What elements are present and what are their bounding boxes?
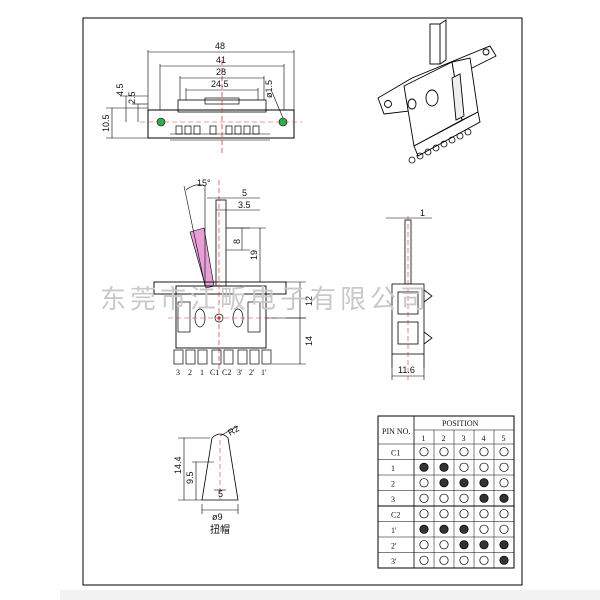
dim-41: 41 <box>216 55 226 65</box>
dim-dia-1-5: ø1.5 <box>264 80 274 98</box>
contact-open-dot <box>459 447 469 457</box>
lever-tilted <box>189 227 215 289</box>
knob-caption: 扭帽 <box>210 523 230 536</box>
contact-open-dot <box>419 447 429 457</box>
contact-open-dot <box>499 478 509 488</box>
dim-4-5: 4.5 <box>115 83 125 96</box>
pin-row-label: 2 <box>391 480 395 489</box>
contact-closed-dot <box>419 462 429 472</box>
dim-dia-9: ø9 <box>212 512 223 522</box>
contact-closed-dot <box>479 493 489 503</box>
dim-5: 5 <box>242 188 247 198</box>
pin-label-c2: C2 <box>222 368 231 377</box>
pin-row-label: C2 <box>391 511 400 520</box>
front-view: 15° 5 3.5 8 19 12 14 3 2 1 C1 C2 3' 2' 1… <box>153 178 314 377</box>
dim-14-4: 14.4 <box>173 456 183 474</box>
contact-open-dot <box>479 462 489 472</box>
contact-open-dot <box>459 493 469 503</box>
contact-closed-dot <box>499 493 509 503</box>
position-header-5: 5 <box>502 434 506 443</box>
footer-band <box>60 590 600 600</box>
contact-open-dot <box>419 540 429 550</box>
contact-open-dot <box>459 555 469 565</box>
contact-closed-dot <box>439 524 449 534</box>
header-pin-no: PIN NO. <box>382 427 410 436</box>
contact-closed-dot <box>439 478 449 488</box>
top-view: 48 41 28 24.5 ø1.5 4.5 2.5 10.5 <box>101 41 302 155</box>
dim-3-5: 3.5 <box>238 200 251 210</box>
contact-closed-dot <box>499 540 509 550</box>
dim-11-6: 11.6 <box>398 365 415 375</box>
contact-open-dot <box>499 524 509 534</box>
isometric-view <box>377 19 497 164</box>
dim-48: 48 <box>215 41 225 51</box>
contact-closed-dot <box>459 524 469 534</box>
contact-open-dot <box>439 540 449 550</box>
contact-open-dot <box>459 509 469 519</box>
pin-label-3p: 3' <box>237 368 243 377</box>
pin-row-label: 1' <box>391 526 397 535</box>
contact-open-dot <box>499 462 509 472</box>
header-position: POSITION <box>442 419 479 428</box>
pin-row-label: 3 <box>391 495 395 504</box>
pin-row-label: C1 <box>391 449 400 458</box>
position-table: PIN NO. POSITION 1 2 3 4 5C1 1 2 3C2 1' 2' 3' <box>377 415 515 569</box>
contact-open-dot <box>419 493 429 503</box>
dim-10-5: 10.5 <box>101 114 111 132</box>
pin-label-1p: 1' <box>261 368 267 377</box>
dim-9-5: 9.5 <box>185 471 195 484</box>
position-header-1: 1 <box>422 434 426 443</box>
dim-2-5: 2.5 <box>127 91 137 104</box>
contact-open-dot <box>419 555 429 565</box>
drawing-frame <box>82 17 523 586</box>
pin-row-label: 3' <box>391 557 397 566</box>
position-header-3: 3 <box>462 434 466 443</box>
watermark: 东莞市江畈电子有限公司 <box>100 285 430 315</box>
dim-1: 1 <box>420 208 425 218</box>
contact-closed-dot <box>479 540 489 550</box>
contact-open-dot <box>479 447 489 457</box>
position-header-4: 4 <box>482 434 486 443</box>
knob-view <box>178 425 239 514</box>
dim-r2: R2 <box>226 423 241 437</box>
dim-28: 28 <box>216 67 226 77</box>
pin-label-c1: C1 <box>210 368 219 377</box>
contact-open-dot <box>459 462 469 472</box>
pin-label-1: 1 <box>200 368 204 377</box>
dim-knob-5: 5 <box>218 489 223 499</box>
side-view <box>386 216 433 380</box>
dim-8: 8 <box>232 239 242 244</box>
contact-open-dot <box>439 555 449 565</box>
contact-open-dot <box>479 555 489 565</box>
pin-row-label: 2' <box>391 542 397 551</box>
contact-open-dot <box>499 509 509 519</box>
contact-open-dot <box>419 478 429 488</box>
pin-label-3: 3 <box>176 368 180 377</box>
position-header-2: 2 <box>442 434 446 443</box>
contact-closed-dot <box>459 540 469 550</box>
contact-closed-dot <box>479 478 489 488</box>
contact-closed-dot <box>499 555 509 565</box>
contact-open-dot <box>479 509 489 519</box>
pin-row-label: 1 <box>391 464 395 473</box>
contact-closed-dot <box>419 524 429 534</box>
dim-24-5: 24.5 <box>211 79 229 89</box>
dim-angle-15: 15° <box>197 178 211 188</box>
contact-open-dot <box>439 447 449 457</box>
dim-19: 19 <box>249 250 259 260</box>
contact-closed-dot <box>439 462 449 472</box>
contact-open-dot <box>479 524 489 534</box>
contact-open-dot <box>419 509 429 519</box>
pin-label-2: 2 <box>188 368 192 377</box>
contact-closed-dot <box>459 478 469 488</box>
contact-open-dot <box>499 447 509 457</box>
pin-label-2p: 2' <box>249 368 255 377</box>
contact-open-dot <box>439 493 449 503</box>
dim-14: 14 <box>304 336 314 346</box>
dim-12: 12 <box>304 296 314 306</box>
contact-open-dot <box>439 509 449 519</box>
